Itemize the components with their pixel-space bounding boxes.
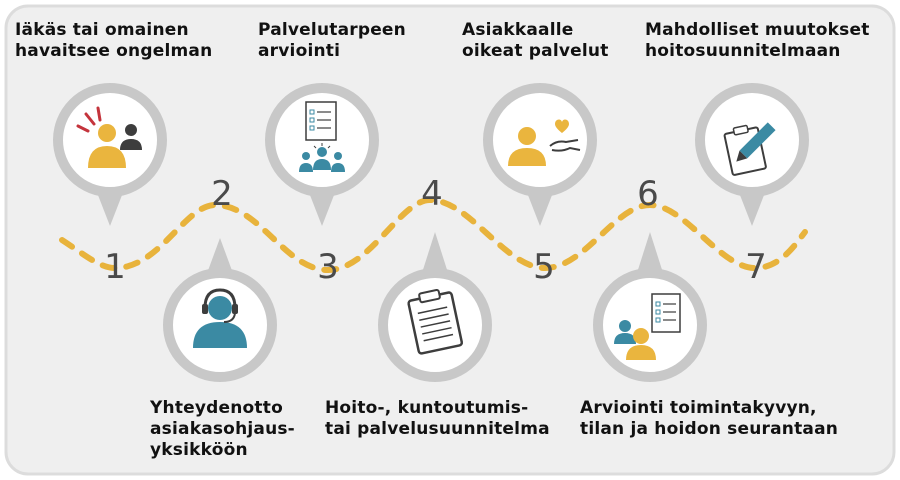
pin-step-2 (163, 238, 277, 382)
step-label-6: Arviointi toimintakyvyn, tilan ja hoidon… (580, 398, 838, 440)
step-2-line-1: Yhteydenotto (150, 398, 283, 418)
process-path (59, 196, 808, 274)
step-number-1: 1 (104, 247, 126, 287)
evaluation-icon (614, 293, 681, 360)
step-2-line-2: asiakasohjaus- (150, 419, 295, 439)
headset-agent-icon (193, 288, 247, 348)
pin-step-1 (53, 83, 167, 226)
step-6-line-2: tilan ja hoidon seurantaan (580, 419, 839, 439)
alert-person-icon (76, 106, 142, 168)
clipboard-icon (407, 288, 464, 355)
step-5-line-2: oikeat palvelut (462, 41, 609, 61)
step-label-2: Yhteydenotto asiakasohjaus- yksikköön (150, 398, 295, 461)
step-label-3: Palvelutarpeen arviointi (258, 20, 406, 62)
pin-step-5 (483, 83, 597, 226)
step-number-4: 4 (421, 174, 443, 214)
step-number-3: 3 (317, 247, 339, 287)
step-number-2: 2 (211, 174, 233, 214)
edit-plan-icon (723, 122, 776, 176)
step-1-line-1: Iäkäs tai omainen (15, 20, 189, 40)
heart-hand-icon (508, 119, 581, 166)
step-7-line-1: Mahdolliset muutokset (645, 20, 870, 40)
pin-step-3 (265, 83, 379, 226)
step-4-line-2: tai palvelusuunnitelma (325, 419, 550, 439)
step-number-6: 6 (637, 174, 659, 214)
pin-step-7 (695, 83, 809, 226)
step-number-7: 7 (745, 247, 767, 287)
step-label-7: Mahdolliset muutokset hoitosuunnitelmaan (645, 20, 870, 62)
step-3-line-2: arviointi (258, 41, 341, 61)
step-2-line-3: yksikköön (150, 440, 248, 460)
step-4-line-1: Hoito-, kuntoutumis- (325, 398, 529, 418)
step-5-line-1: Asiakkaalle (462, 20, 574, 40)
step-1-line-2: havaitsee ongelman (15, 41, 213, 61)
step-6-line-1: Arviointi toimintakyvyn, (580, 398, 817, 418)
step-7-line-2: hoitosuunnitelmaan (645, 41, 841, 61)
step-label-1: Iäkäs tai omainen havaitsee ongelman (15, 20, 212, 62)
pin-step-4 (378, 232, 492, 382)
checklist-team-icon (299, 101, 345, 172)
step-3-line-1: Palvelutarpeen (258, 20, 406, 40)
step-number-5: 5 (533, 247, 555, 287)
step-label-5: Asiakkaalle oikeat palvelut (462, 20, 609, 62)
pin-step-6 (593, 232, 707, 382)
step-label-4: Hoito-, kuntoutumis- tai palvelusuunnite… (325, 398, 550, 440)
